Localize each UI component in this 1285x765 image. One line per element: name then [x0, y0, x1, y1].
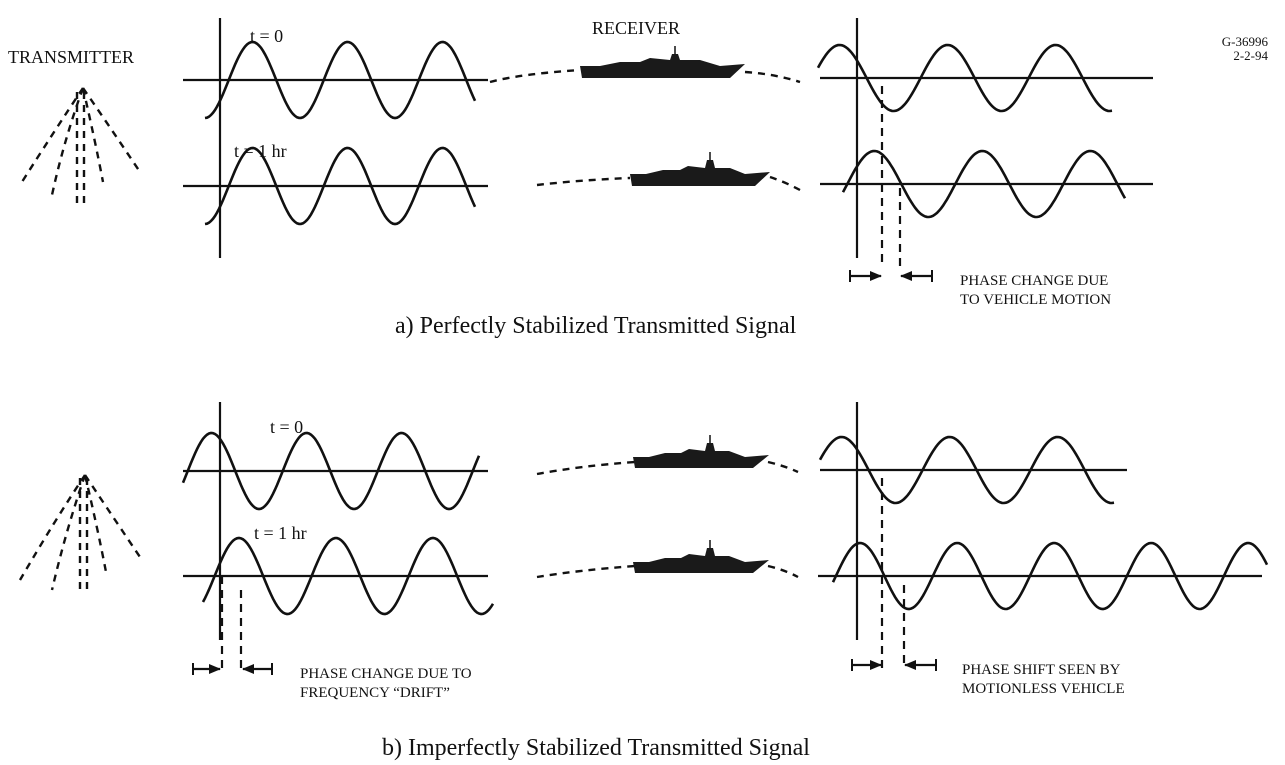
drift-note-line2: FREQUENCY “DRIFT” — [300, 685, 450, 701]
antenna-icon — [18, 474, 143, 592]
panel-b-caption: b) Imperfectly Stabilized Transmitted Si… — [382, 735, 810, 761]
ship-icon — [633, 540, 769, 573]
path-segment — [744, 70, 801, 84]
transmitted-wave-t0 — [181, 431, 481, 511]
panel-a-caption: a) Perfectly Stabilized Transmitted Sign… — [395, 313, 797, 339]
path-segment — [536, 460, 636, 476]
inward-arrow-icon — [900, 270, 933, 282]
inward-arrow-icon — [904, 659, 937, 671]
panel-a: t = 0 t = 1 hr — [18, 18, 1153, 339]
drift-note-line1: PHASE CHANGE DUE TO — [300, 666, 472, 682]
received-wave-t1 — [841, 149, 1127, 219]
received-wave-t0 — [818, 435, 1115, 505]
drawing-date: 2-2-94 — [1233, 48, 1268, 63]
ship-icon — [630, 152, 770, 186]
inward-arrow-icon — [192, 663, 221, 675]
vehicle-motion-note-line2: TO VEHICLE MOTION — [960, 292, 1111, 308]
transmitted-wave-t1 — [204, 146, 477, 226]
t1-label: t = 1 hr — [234, 141, 287, 161]
ship-icon — [633, 435, 769, 468]
panel-b: t = 0 t = 1 hr — [18, 402, 1269, 761]
received-wave-t0 — [816, 43, 1113, 113]
t0-label: t = 0 — [250, 26, 283, 46]
ship-icon — [580, 46, 745, 78]
inward-arrow-icon — [849, 270, 882, 282]
motionless-note-line1: PHASE SHIFT SEEN BY — [962, 662, 1121, 678]
path-segment — [767, 564, 799, 579]
antenna-icon — [18, 87, 141, 205]
received-wave-t1 — [831, 541, 1269, 611]
t1-label: t = 1 hr — [254, 523, 307, 543]
path-segment — [536, 564, 636, 579]
drawing-number: G-36996 — [1222, 34, 1269, 49]
inward-arrow-icon — [242, 663, 273, 675]
vehicle-motion-note-line1: PHASE CHANGE DUE — [960, 273, 1108, 289]
path-segment — [536, 176, 631, 187]
transmitter-label: TRANSMITTER — [8, 47, 134, 67]
path-segment — [489, 68, 581, 84]
transmitted-wave-t0 — [204, 40, 477, 120]
inward-arrow-icon — [851, 659, 882, 671]
t0-label: t = 0 — [270, 417, 303, 437]
receiver-label: RECEIVER — [592, 18, 680, 38]
transmitted-wave-t1 — [201, 536, 495, 616]
motionless-note-line2: MOTIONLESS VEHICLE — [962, 681, 1125, 697]
path-segment — [767, 460, 799, 474]
path-segment — [769, 175, 801, 192]
